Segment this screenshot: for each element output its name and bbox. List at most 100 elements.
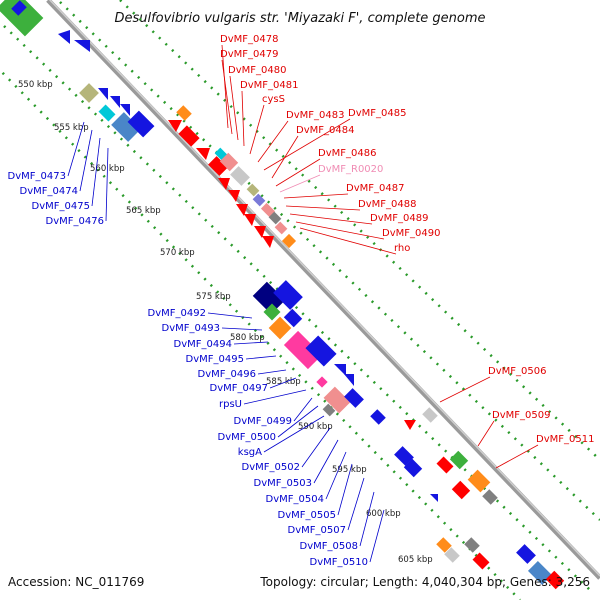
leader-line (243, 389, 307, 405)
leader-line (299, 227, 397, 255)
gene-label[interactable]: DvMF_0509 (492, 410, 550, 421)
gene-label[interactable]: DvMF_0484 (296, 125, 354, 136)
gene-label[interactable]: DvMF_0475 (32, 201, 90, 212)
gene-label[interactable]: DvMF_0480 (228, 65, 286, 76)
leader-line (271, 135, 299, 179)
tick-label: 605 kbp (398, 555, 433, 565)
gene-label[interactable]: DvMF_0490 (382, 228, 440, 239)
leader-line (221, 327, 263, 331)
gene-label[interactable]: DvMF_0494 (174, 339, 232, 350)
gene-label[interactable]: DvMF_0496 (198, 369, 256, 380)
leader-line (245, 355, 277, 360)
tick-label: 550 kbp (18, 80, 53, 90)
gene-label[interactable]: DvMF_0500 (218, 432, 276, 443)
feature-blue (127, 110, 155, 138)
gene-label[interactable]: DvMF_0495 (186, 354, 244, 365)
feature-lightgray (422, 407, 438, 423)
feature-red (178, 125, 200, 147)
gene-label[interactable]: DvMF_0510 (310, 557, 368, 568)
feature-blue (283, 308, 303, 328)
feature-orange (436, 537, 452, 553)
leader-line (289, 213, 373, 225)
guide-line-outer-3 (119, 0, 600, 461)
gene-label[interactable]: DvMF_0488 (358, 199, 416, 210)
gene-label[interactable]: DvMF_0489 (370, 213, 428, 224)
leader-line (105, 147, 109, 222)
feature-cyan (98, 104, 116, 122)
leader-line (91, 137, 101, 207)
gene-label[interactable]: DvMF_0505 (278, 510, 336, 521)
gene-label[interactable]: DvMF_0486 (318, 148, 376, 159)
gene-label[interactable]: DvMF_0478 (220, 34, 278, 45)
tick-label: 580 kbp (230, 333, 265, 343)
leader-line (495, 444, 539, 469)
feature-lavender (252, 193, 266, 207)
gene-label[interactable]: DvMF_0473 (8, 171, 66, 182)
tick-label: 570 kbp (160, 248, 195, 258)
feature-gray (482, 489, 498, 505)
gene-label[interactable]: DvMF_0483 (286, 110, 344, 121)
gene-label[interactable]: DvMF_0502 (242, 462, 300, 473)
feature-arrow (254, 226, 266, 238)
gene-label[interactable]: DvMF_0493 (162, 323, 220, 334)
leader-line (359, 491, 375, 547)
gene-label[interactable]: cysS (262, 94, 285, 105)
leader-line (207, 312, 253, 319)
gene-label[interactable]: DvMF_0497 (210, 383, 268, 394)
leader-line (269, 377, 297, 389)
gene-label[interactable]: DvMF_0508 (300, 541, 358, 552)
leader-line (347, 477, 365, 531)
feature-arrow (74, 40, 90, 52)
gene-label[interactable]: DvMF_0507 (288, 525, 346, 536)
feature-orange (176, 105, 192, 121)
tick-label: 555 kbp (54, 123, 89, 133)
feature-arrow (236, 204, 248, 216)
feature-magenta-small (316, 376, 328, 388)
gene-label[interactable]: DvMF_0474 (20, 186, 78, 197)
feature-arrow (58, 30, 70, 44)
leader-line (257, 369, 287, 375)
gene-label[interactable]: DvMF_0504 (266, 494, 324, 505)
tick-label: 565 kbp (126, 206, 161, 216)
feature-blue (344, 388, 364, 408)
gene-label[interactable]: DvMF_0499 (234, 416, 292, 427)
gene-label[interactable]: DvMF_0485 (348, 108, 406, 119)
leader-line (295, 221, 385, 240)
gene-label[interactable]: DvMF_0487 (346, 183, 404, 194)
feature-red (451, 480, 471, 500)
leader-line (277, 405, 319, 438)
gene-label[interactable]: DvMF_0506 (488, 366, 546, 377)
gene-label[interactable]: ksgA (238, 447, 262, 458)
feature-arrow (404, 420, 416, 430)
gene-label[interactable]: rho (394, 243, 410, 254)
gene-label[interactable]: DvMF_0479 (220, 49, 278, 60)
gene-label[interactable]: DvMF_0511 (536, 434, 594, 445)
leader-line (477, 420, 495, 447)
leader-line (229, 75, 239, 141)
feature-green (263, 303, 281, 321)
leader-line (369, 509, 385, 563)
feature-red (436, 456, 454, 474)
gene-label[interactable]: DvMF_0503 (254, 478, 312, 489)
gene-label[interactable]: DvMF_0492 (148, 308, 206, 319)
feature-block (11, 0, 27, 16)
tick-label: 585 kbp (266, 377, 301, 387)
genome-summary-text: Topology: circular; Length: 4,040,304 bp… (259, 575, 590, 589)
gene-label[interactable]: DvMF_0476 (46, 216, 104, 227)
leader-line (285, 205, 361, 211)
feature-steel (111, 112, 141, 142)
tick-label: 595 kbp (332, 465, 367, 475)
gene-label[interactable]: DvMF_0481 (240, 80, 298, 91)
feature-olive (246, 183, 260, 197)
feature-arrow (244, 214, 256, 226)
feature-blue (305, 335, 337, 367)
feature-arrow (110, 96, 120, 108)
label-leader-lines (67, 44, 539, 563)
gene-label[interactable]: DvMF_R0020 (318, 164, 383, 175)
feature-arrow (98, 88, 108, 100)
feature-pink (274, 221, 288, 235)
gene-label[interactable]: rpsU (219, 399, 242, 410)
